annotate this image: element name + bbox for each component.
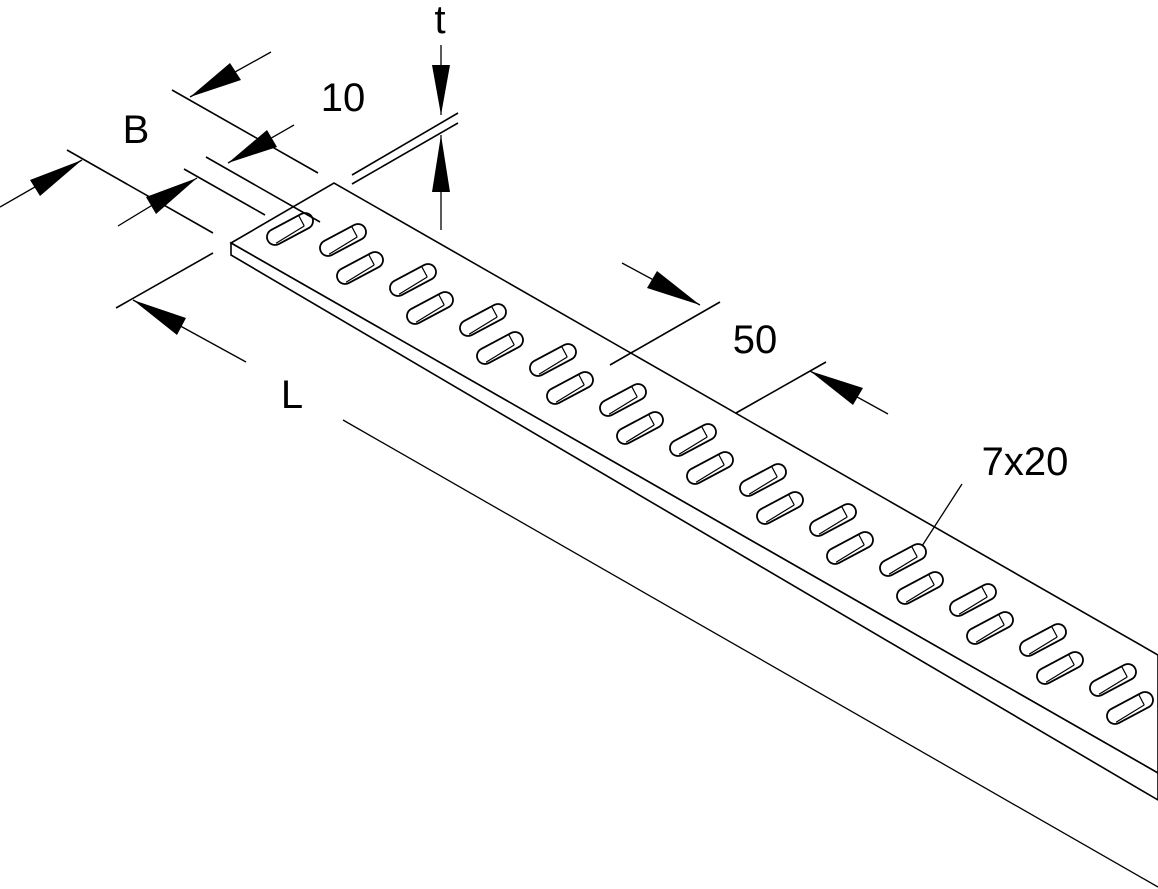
ten-arrowhead: [190, 63, 241, 97]
slot: [949, 583, 997, 617]
l-arrowhead: [133, 300, 186, 335]
pitch-extension-line: [609, 301, 721, 366]
slot: [476, 331, 524, 365]
slots: [266, 212, 1154, 725]
t-arrowhead: [432, 65, 450, 115]
b-extension-line: [66, 149, 214, 234]
l-dimension-line: [342, 419, 1158, 888]
slot: [896, 571, 944, 605]
t-extension-line: [351, 112, 459, 176]
slot: [1036, 651, 1084, 685]
ten-extension-line: [171, 89, 319, 174]
slot: [336, 251, 384, 285]
slot: [389, 263, 437, 297]
pitch-arrowhead: [647, 271, 700, 305]
slot: [406, 291, 454, 325]
slot-size-label: 7x20: [981, 440, 1069, 484]
strip-front-edge: [230, 241, 1158, 801]
slot: [319, 223, 367, 257]
slot: [616, 411, 664, 445]
b-arrowhead: [30, 160, 82, 196]
b-extension-line: [183, 168, 266, 216]
slot: [809, 503, 857, 537]
slot: [1019, 623, 1067, 657]
slot: [739, 463, 787, 497]
t-extension-line: [351, 122, 459, 185]
slot: [1106, 691, 1154, 725]
slot: [756, 491, 804, 525]
pitch-arrowhead: [810, 371, 863, 405]
slot: [529, 343, 577, 377]
b-arrowhead: [146, 178, 197, 214]
ten-arrowhead: [228, 130, 277, 163]
slot: [826, 531, 874, 565]
slot: [1089, 663, 1137, 697]
slot: [459, 303, 507, 337]
slot: [879, 543, 927, 577]
slot: [599, 383, 647, 417]
slot: [966, 611, 1014, 645]
slot: [686, 451, 734, 485]
pitch-extension-line: [735, 361, 827, 414]
t-arrowhead: [432, 135, 450, 192]
slot-leader-line: [921, 483, 963, 547]
width-label: B: [122, 108, 150, 152]
pitch-label: 50: [732, 318, 778, 362]
edge-offset-label: 10: [320, 76, 366, 120]
ten-extension-line: [205, 156, 321, 223]
slot: [669, 423, 717, 457]
length-label: L: [280, 373, 304, 417]
l-extension-line: [115, 252, 214, 309]
thickness-label: t: [434, 0, 446, 42]
slot: [546, 371, 594, 405]
